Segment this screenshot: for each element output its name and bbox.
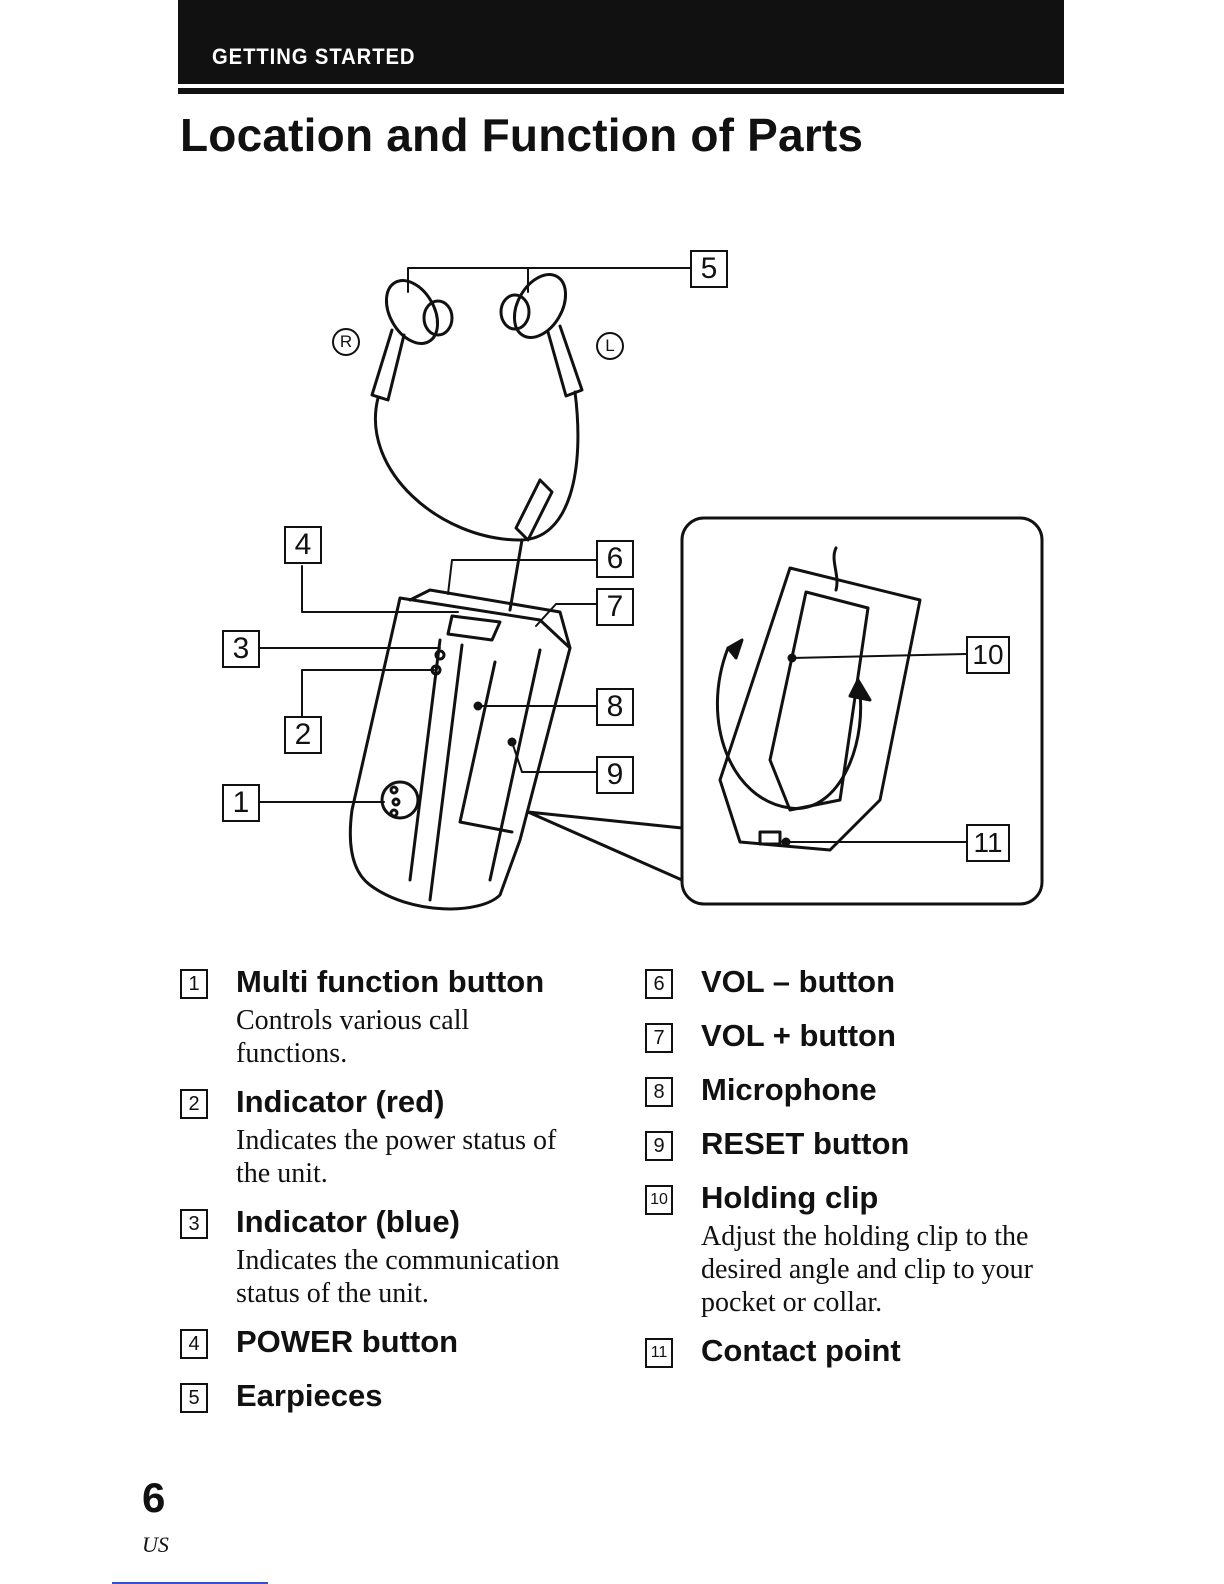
footer-rule	[112, 1582, 268, 1584]
list-item: 6 VOL – button	[645, 960, 1085, 1004]
item-number-badge: 10	[645, 1185, 673, 1215]
callout-9: 9	[596, 756, 634, 794]
item-number-badge: 9	[645, 1131, 673, 1161]
right-side-marker: R	[332, 328, 360, 356]
list-item: 2 Indicator (red) Indicates the power st…	[180, 1080, 620, 1190]
page-number: 6	[142, 1474, 166, 1521]
main-unit-illustration	[348, 588, 572, 911]
parts-diagram	[257, 267, 1044, 911]
item-number-badge: 4	[180, 1329, 208, 1359]
section-label: GETTING STARTED	[212, 44, 416, 69]
list-item: 10 Holding clip Adjust the holding clip …	[645, 1176, 1085, 1319]
list-item: 1 Multi function button Controls various…	[180, 960, 620, 1070]
section-header-bar: GETTING STARTED	[178, 0, 1064, 84]
list-item: 4 POWER button	[180, 1320, 620, 1364]
left-side-marker: L	[596, 332, 624, 360]
part-name: Multi function button	[236, 964, 545, 999]
callout-1: 1	[222, 784, 260, 822]
callout-5: 5	[690, 250, 728, 288]
part-name: Indicator (blue)	[236, 1204, 460, 1239]
item-number-badge: 6	[645, 969, 673, 999]
callout-7: 7	[596, 588, 634, 626]
part-name: POWER button	[236, 1324, 459, 1359]
part-description: Indicates the power status of the unit.	[236, 1125, 557, 1189]
item-number-badge: 1	[180, 969, 208, 999]
item-number-badge: 8	[645, 1077, 673, 1107]
part-name: Earpieces	[236, 1378, 383, 1413]
list-item: 11 Contact point	[645, 1329, 1085, 1373]
parts-legend-left: 1 Multi function button Controls various…	[180, 960, 620, 1428]
list-item: 3 Indicator (blue) Indicates the communi…	[180, 1200, 620, 1310]
callout-10: 10	[966, 636, 1010, 674]
list-item: 5 Earpieces	[180, 1374, 620, 1418]
item-number-badge: 2	[180, 1089, 208, 1119]
inset-unit-illustration	[715, 546, 922, 852]
list-item: 8 Microphone	[645, 1068, 1085, 1112]
item-number-badge: 3	[180, 1209, 208, 1239]
inset-frame	[680, 516, 1044, 906]
item-number-badge: 11	[645, 1338, 673, 1368]
list-item: 7 VOL + button	[645, 1014, 1085, 1058]
parts-legend-right: 6 VOL – button 7 VOL + button 8 Micropho…	[645, 960, 1085, 1383]
part-name: VOL – button	[701, 964, 896, 999]
right-earpiece-illustration	[370, 279, 454, 402]
part-description: Indicates the communication status of th…	[236, 1245, 560, 1309]
locale-code: US	[142, 1532, 169, 1557]
callout-4: 4	[284, 526, 322, 564]
part-name: Microphone	[701, 1072, 877, 1107]
item-number-badge: 7	[645, 1023, 673, 1053]
part-name: VOL + button	[701, 1018, 896, 1053]
part-description: Adjust the holding clip to the desired a…	[701, 1221, 1034, 1318]
callout-3: 3	[222, 630, 260, 668]
earphone-cable	[374, 390, 580, 542]
part-name: Contact point	[701, 1333, 901, 1368]
item-number-badge: 5	[180, 1383, 208, 1413]
part-description: Controls various call functions.	[236, 1005, 470, 1069]
callout-11: 11	[966, 824, 1010, 862]
callout-6: 6	[596, 540, 634, 578]
callout-8: 8	[596, 688, 634, 726]
left-earpiece-illustration	[499, 273, 584, 398]
part-name: Holding clip	[701, 1180, 879, 1215]
page-title: Location and Function of Parts	[180, 109, 864, 161]
list-item: 9 RESET button	[645, 1122, 1085, 1166]
part-name: Indicator (red)	[236, 1084, 445, 1119]
callout-2: 2	[284, 716, 322, 754]
part-name: RESET button	[701, 1126, 910, 1161]
header-rule	[178, 88, 1064, 94]
